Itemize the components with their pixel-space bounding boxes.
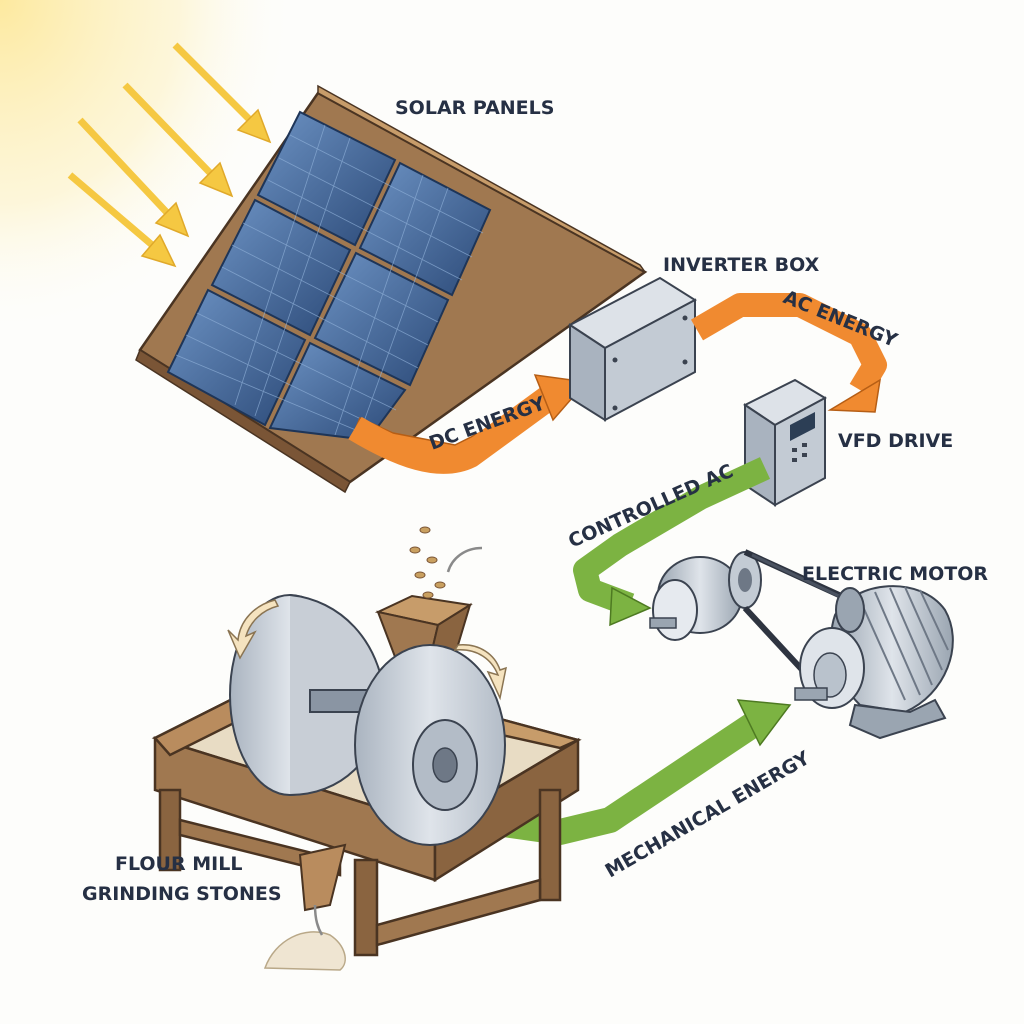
label-flour-mill-line1: FLOUR MILL — [115, 853, 242, 875]
label-vfd-drive: VFD DRIVE — [838, 430, 953, 452]
grain-flow-arrow — [446, 546, 483, 573]
grinding-stones — [229, 594, 506, 846]
label-electric-motor: ELECTRIC MOTOR — [802, 563, 988, 585]
electric-motor — [794, 585, 954, 740]
solar-panel-assembly — [135, 84, 648, 494]
mechanical-energy-arrow — [488, 699, 792, 845]
sun-rays — [67, 42, 272, 268]
controlled-ac-arrow — [573, 457, 771, 627]
sunlight-glow — [0, 0, 300, 340]
solar-panel-cell — [210, 198, 352, 337]
vfd-screen — [790, 412, 815, 441]
pulley-unit — [649, 551, 762, 641]
flour-pile — [263, 931, 346, 971]
solar-panel-cell — [256, 110, 397, 247]
sun-ray — [122, 82, 234, 198]
inverter-box — [568, 276, 697, 422]
panel-grid-lines — [175, 124, 484, 439]
rotation-arrows — [227, 599, 507, 701]
label-inverter-box: INVERTER BOX — [663, 254, 820, 276]
sun-ray — [172, 42, 272, 144]
label-solar-panels: SOLAR PANELS — [395, 97, 554, 119]
label-ac-energy: AC ENERGY — [780, 286, 900, 352]
dc-energy-arrow — [348, 374, 588, 474]
solar-panel-cell — [358, 161, 492, 297]
flour-chute — [298, 843, 347, 912]
ac-energy-arrow — [690, 293, 887, 413]
sun-ray — [67, 172, 177, 268]
vfd-drive — [743, 378, 828, 507]
motor-base — [848, 698, 947, 740]
solar-panel-cell — [166, 288, 307, 427]
flour-flow-arrow — [313, 904, 324, 936]
solar-panel-cell — [313, 251, 450, 387]
label-flour-mill-line2: GRINDING STONES — [82, 883, 282, 905]
sun-ray — [77, 117, 190, 238]
falling-grain — [409, 526, 446, 599]
solar-panels — [166, 110, 492, 442]
roof-top-edge — [317, 84, 646, 273]
roof-side — [135, 348, 351, 494]
